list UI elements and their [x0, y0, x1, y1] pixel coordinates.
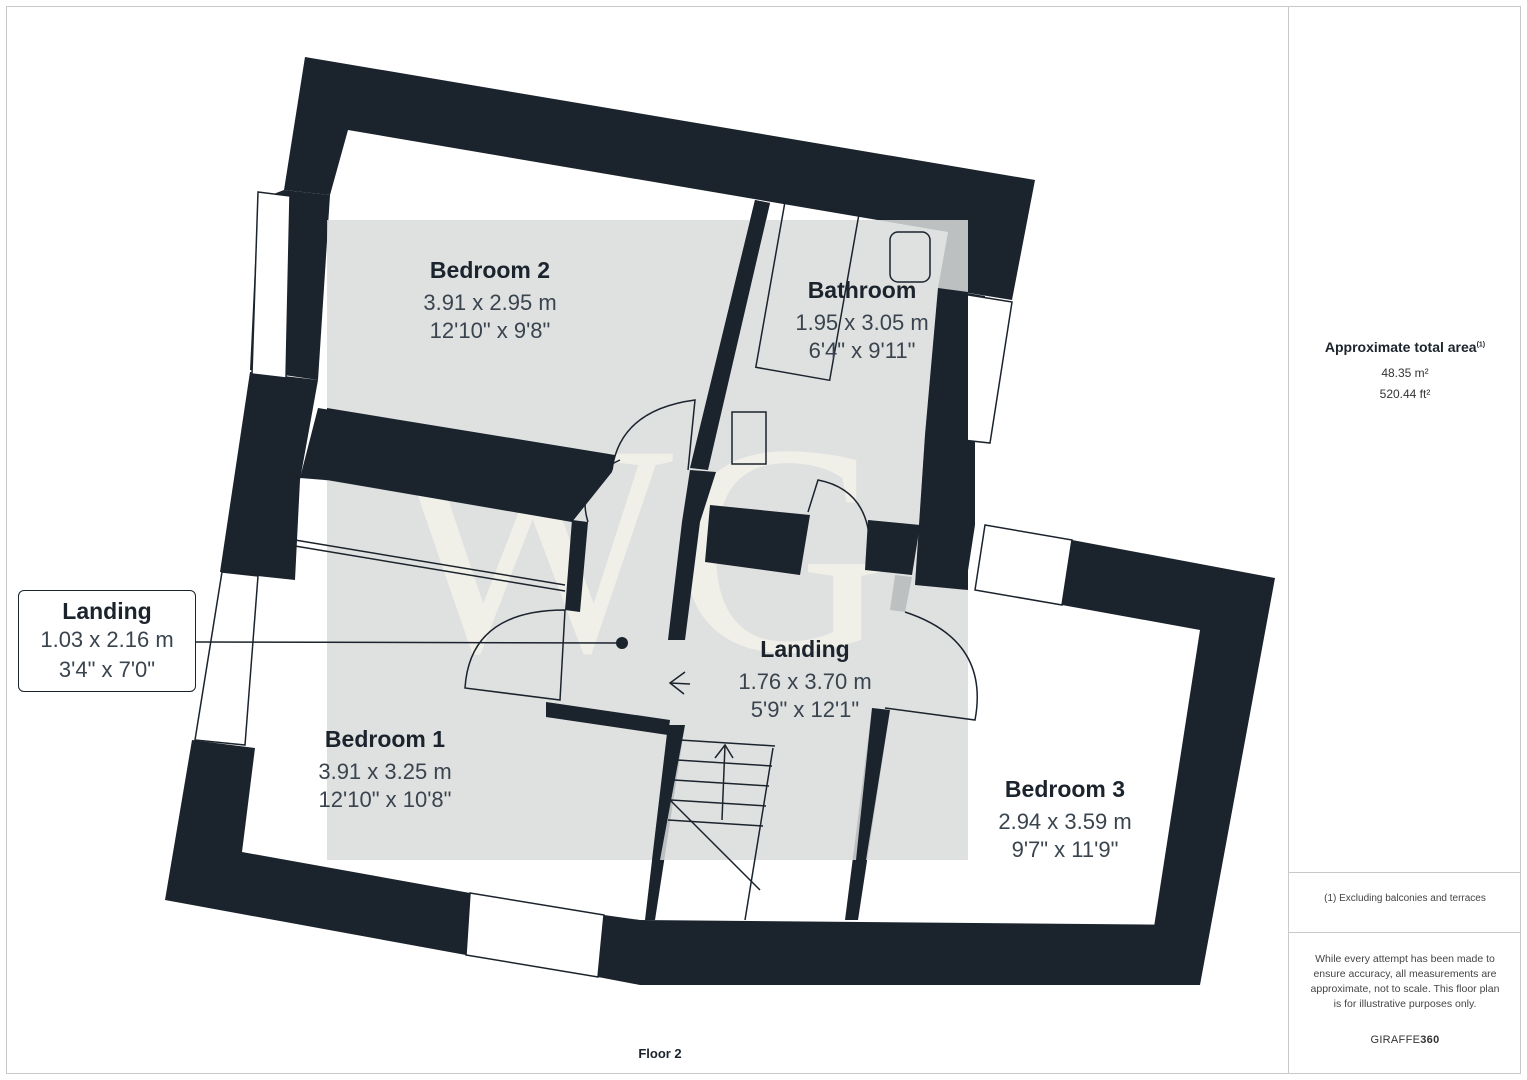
wall-bathe-top: [915, 288, 968, 590]
wall-east: [1062, 540, 1275, 985]
stair-step-5: [667, 819, 764, 827]
bedroom1-imperial: 12'10" x 10'8": [319, 787, 452, 812]
stair-turn: [667, 797, 761, 891]
window-bed1-south: [465, 892, 605, 978]
toilet: [889, 231, 931, 283]
door-bath: [807, 479, 871, 551]
area-title-text: Approximate total area: [1324, 339, 1477, 355]
bedroom3-name: Bedroom 3: [1005, 776, 1125, 802]
sink: [731, 411, 767, 465]
wall-south: [598, 915, 1200, 985]
bathtub: [754, 198, 861, 382]
landing-arrow-shaft: [669, 682, 691, 685]
stair-step-4: [670, 799, 767, 807]
disclaimer: While every attempt has been made to ens…: [1310, 953, 1500, 1010]
bathroom-metric: 1.95 x 3.05 m: [795, 310, 928, 335]
bedroom3-metric: 2.94 x 3.59 m: [998, 809, 1131, 834]
window-bed2: [251, 191, 291, 379]
wall-lb-top: [705, 505, 810, 575]
bathroom-name: Bathroom: [808, 277, 917, 303]
floor-label: Floor 2: [638, 1046, 682, 1061]
wall-stair-top: [652, 725, 685, 860]
sidebar-divider-1: [1289, 872, 1521, 873]
wall-b1l-top: [546, 702, 670, 735]
area-title: Approximate total area(1): [1289, 339, 1521, 355]
callout-dot: [616, 637, 628, 649]
bathroom-imperial: 6'4" x 9'11": [809, 338, 916, 363]
door-bed2-swing: [584, 459, 621, 523]
callout-leader: [195, 641, 623, 644]
stair-step-3: [673, 779, 770, 787]
sidebar-divider-2: [1289, 932, 1521, 933]
room-labels: Bedroom 2 3.91 x 2.95 m 12'10" x 9'8" Ba…: [318, 257, 1131, 862]
landing-imperial: 5'9" x 12'1": [751, 697, 859, 722]
bedroom2-metric: 3.91 x 2.95 m: [423, 290, 556, 315]
wall-bath-top: [690, 200, 770, 470]
door-bed2: [611, 399, 696, 471]
wardrobe-line-2: [294, 545, 566, 592]
wall-north: [284, 57, 1035, 300]
brand-prefix: GIRAFFE: [1370, 1034, 1421, 1046]
stair-step-1: [679, 739, 776, 747]
wall-west-mid: [220, 372, 318, 580]
area-m2: 48.35 m²: [1381, 366, 1429, 380]
door-bed3: [884, 611, 978, 721]
overlay-box: [327, 220, 968, 860]
window-bed1-west: [194, 571, 259, 746]
wall-landing-top: [668, 470, 716, 640]
callout-imperial: 3'4" x 7'0": [58, 657, 156, 682]
page-frame: [6, 6, 1521, 1074]
stair-arrow-shaft: [721, 744, 726, 821]
brand-logo: GIRAFFE360: [1289, 1034, 1521, 1046]
wall-lb3-top: [856, 708, 890, 860]
callout-metric: 1.03 x 2.16 m: [40, 627, 174, 652]
area-ft2: 520.44 ft²: [1379, 387, 1431, 401]
wall-southwest: [165, 740, 470, 955]
bedroom2-imperial: 12'10" x 9'8": [430, 318, 551, 343]
wall-bb3-top: [865, 520, 920, 575]
window-bed3: [974, 524, 1073, 606]
bedroom1-name: Bedroom 1: [325, 726, 445, 752]
bedroom1-metric: 3.91 x 3.25 m: [318, 759, 451, 784]
stair-arrow-head: [714, 743, 734, 759]
info-sidebar: Approximate total area(1) 48.35 m² 520.4…: [1288, 6, 1521, 1074]
bedroom2-name: Bedroom 2: [430, 257, 550, 283]
stair-rail: [744, 747, 774, 921]
wall-closet-top: [565, 520, 588, 612]
landing-name: Landing: [760, 636, 849, 662]
wardrobe-line: [294, 539, 566, 586]
fixtures: [294, 198, 978, 921]
callout-name: Landing: [62, 598, 152, 624]
brand-suffix: 360: [1420, 1034, 1440, 1046]
wall-bed2-bed1-top: [327, 408, 615, 522]
landing-callout: Landing 1.03 x 2.16 m 3'4" x 7'0": [18, 590, 196, 692]
bedroom3-imperial: 9'7" x 11'9": [1012, 837, 1119, 862]
footnote: (1) Excluding balconies and terraces: [1324, 893, 1486, 904]
landing-metric: 1.76 x 3.70 m: [738, 669, 871, 694]
area-title-sup: (1): [1476, 341, 1486, 349]
door-bed1: [464, 609, 566, 701]
